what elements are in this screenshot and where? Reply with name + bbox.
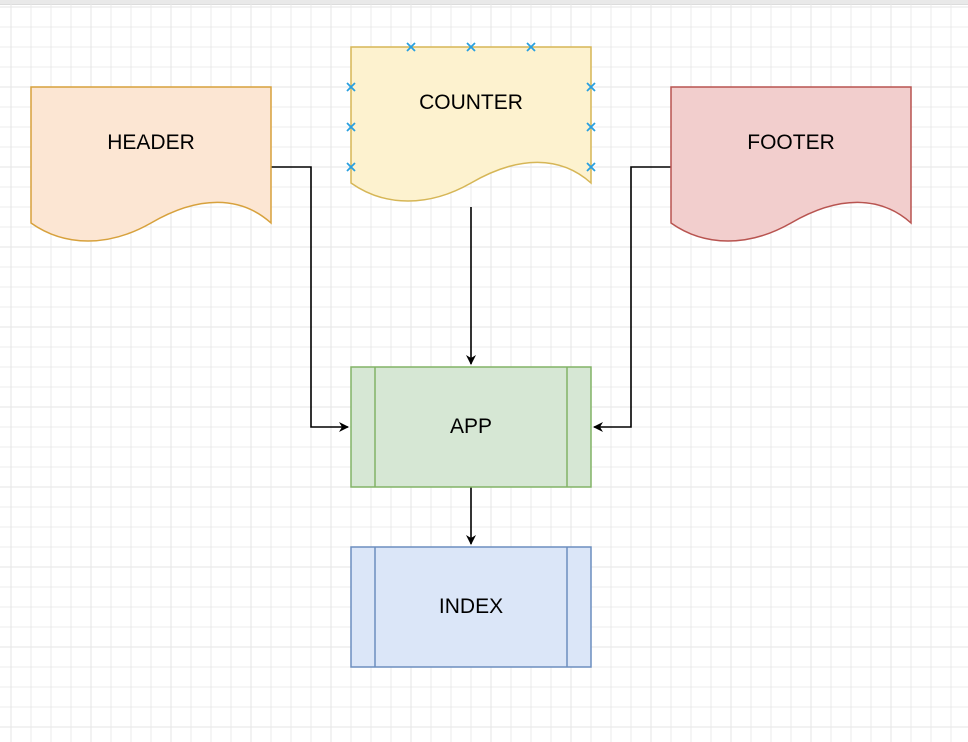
node-app-shape[interactable] xyxy=(350,366,592,488)
canvas-top-border xyxy=(0,0,968,5)
selection-handle-x-icon[interactable] xyxy=(346,82,356,92)
selection-handle-x-icon[interactable] xyxy=(346,162,356,172)
node-index-shape[interactable] xyxy=(350,546,592,668)
edge-header-to-app[interactable] xyxy=(271,166,349,432)
selection-handle-x-icon[interactable] xyxy=(406,42,416,52)
selection-handle-x-icon[interactable] xyxy=(586,82,596,92)
selection-handle-x-icon[interactable] xyxy=(586,122,596,132)
counter-selection-handles[interactable] xyxy=(346,42,596,172)
edge-footer-to-app[interactable] xyxy=(593,166,671,432)
selection-handle-x-icon[interactable] xyxy=(526,42,536,52)
selection-handle-x-icon[interactable] xyxy=(586,162,596,172)
selection-handle-x-icon[interactable] xyxy=(346,122,356,132)
node-counter-shape[interactable] xyxy=(350,46,592,202)
selection-handle-x-icon[interactable] xyxy=(466,42,476,52)
node-footer-shape[interactable] xyxy=(670,86,912,242)
node-header-shape[interactable] xyxy=(30,86,272,242)
